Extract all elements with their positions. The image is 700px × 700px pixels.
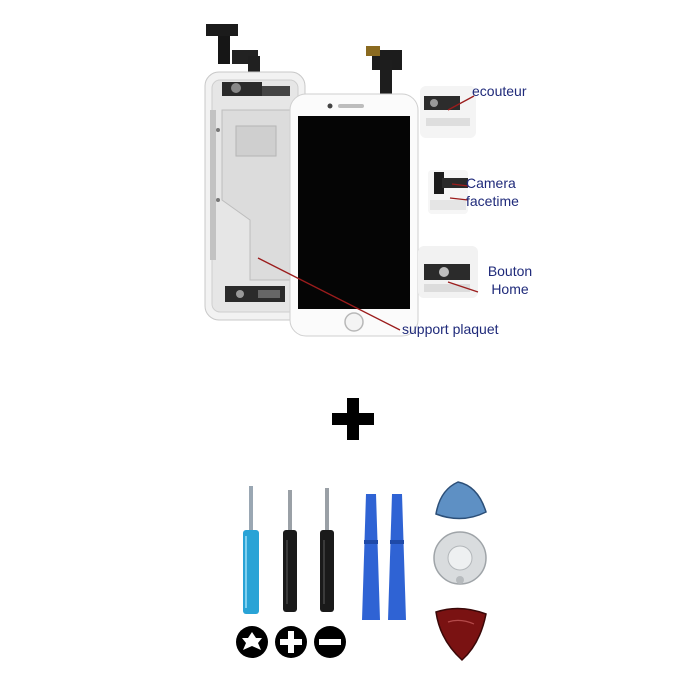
pointer-lines	[257, 95, 479, 331]
screwdriver-black-1	[283, 490, 297, 612]
phillips-icon	[275, 626, 307, 658]
label-bouton-line1: Bouton	[487, 263, 533, 279]
spudger-2	[388, 494, 406, 620]
detail-camera	[428, 170, 468, 214]
pick-red	[435, 607, 487, 662]
flathead-icon	[314, 626, 346, 658]
torx-icon	[236, 626, 268, 658]
label-camera-facetime: Camera facetime	[466, 174, 536, 210]
label-ecouteur: ecouteur	[472, 83, 527, 99]
home-button	[344, 312, 364, 332]
phone-screen	[298, 116, 410, 309]
screwdriver-black-2	[320, 488, 334, 612]
label-bouton-home: Bouton Home	[480, 262, 540, 298]
label-camera-line2: facetime	[466, 193, 519, 209]
pick-blue	[435, 481, 487, 520]
label-bouton-line2: Home	[491, 281, 529, 297]
screwdriver-blue	[243, 486, 259, 614]
phone-front	[289, 46, 419, 337]
phone-back-assembly	[204, 24, 306, 321]
label-camera-line1: Camera	[466, 175, 516, 191]
spudger-1	[362, 494, 380, 620]
label-support-plaquet: support plaquet	[402, 321, 499, 337]
suction-cup	[433, 531, 487, 585]
plus-icon	[332, 398, 374, 440]
detail-bouton	[418, 246, 478, 298]
detail-ecouteur	[420, 86, 476, 138]
tool-kit	[236, 481, 487, 662]
